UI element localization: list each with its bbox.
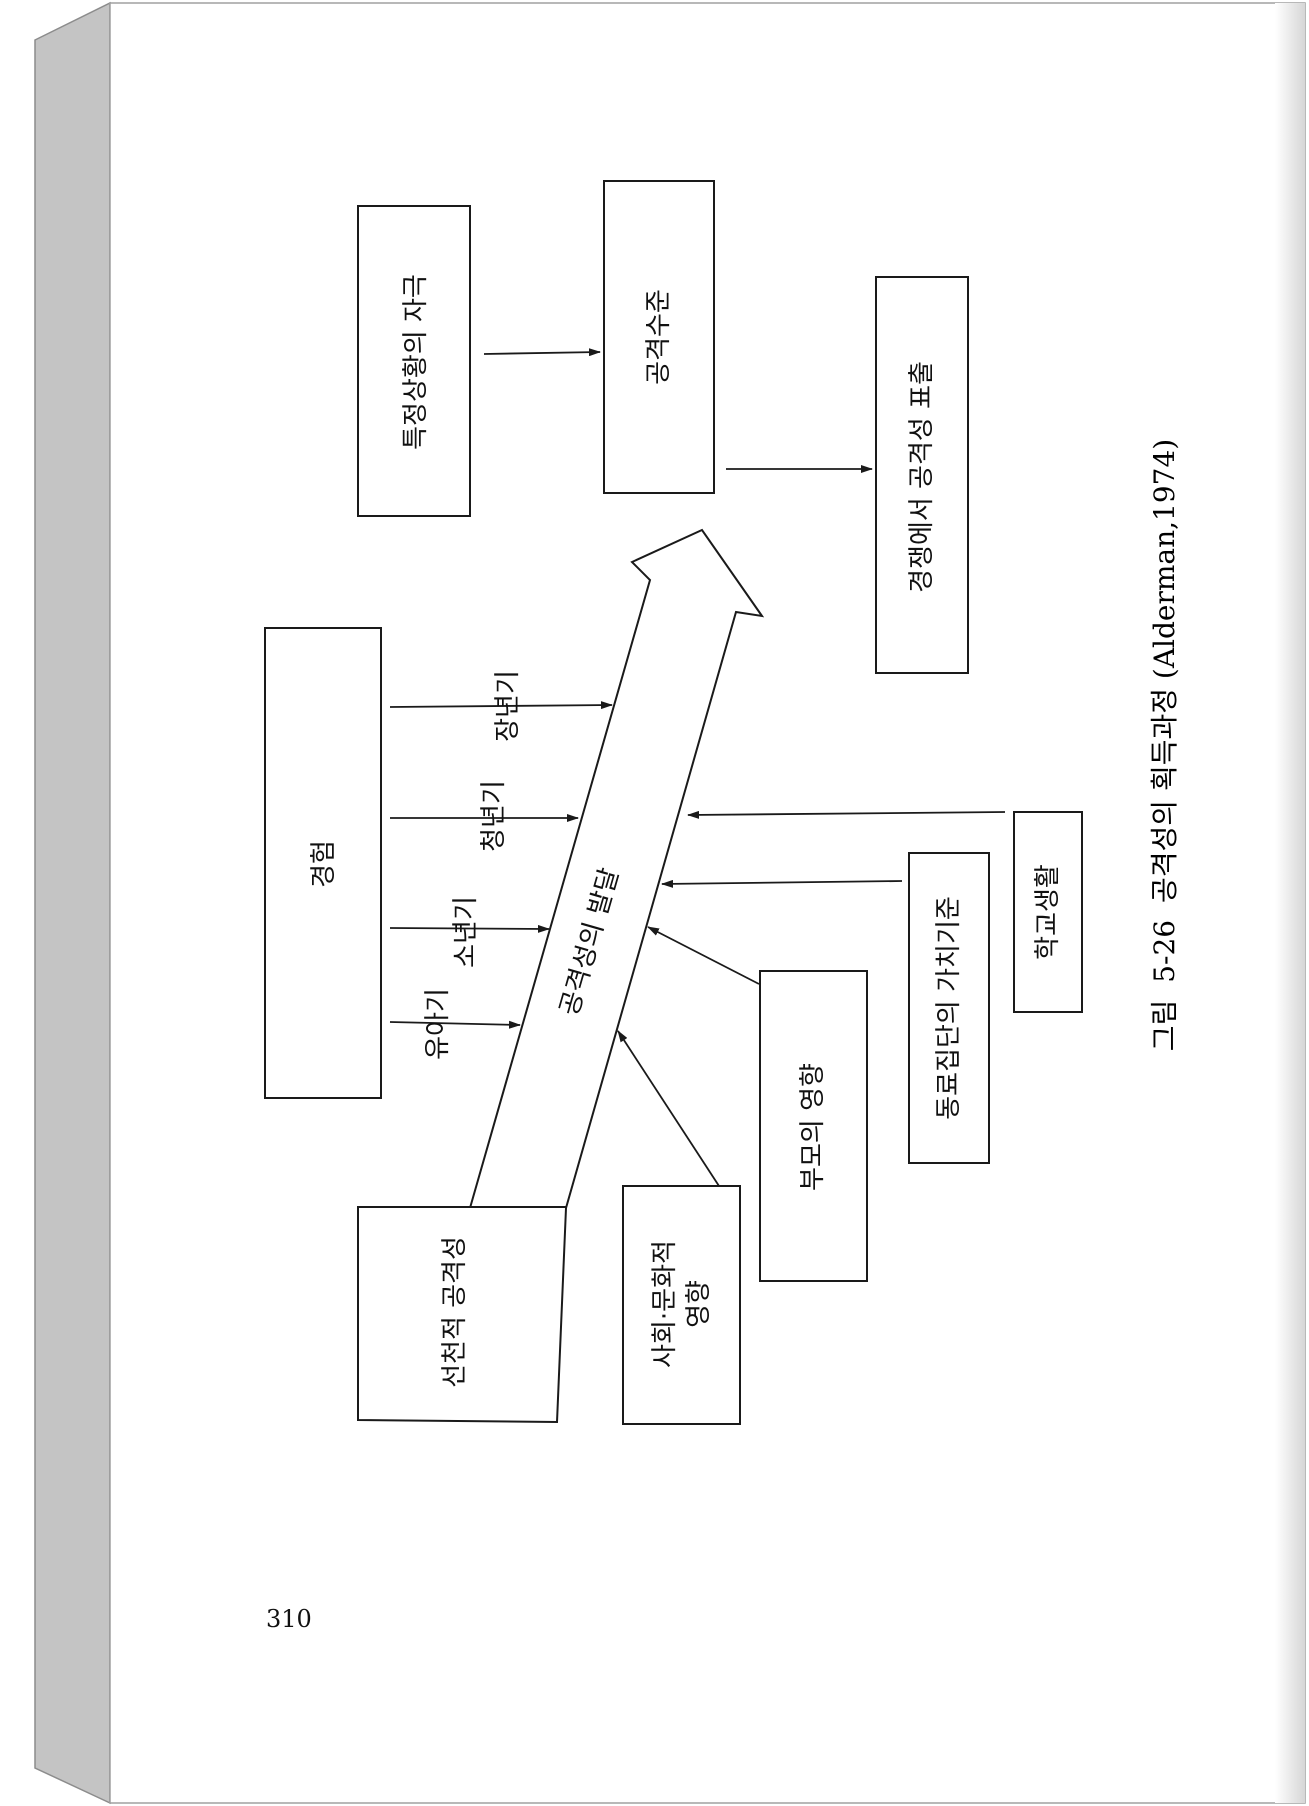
arrow-peer-values: [661, 879, 903, 888]
box-specific-stimulus: [357, 205, 471, 517]
arrow-adulthood: [389, 701, 613, 710]
box-sociocultural: [622, 1185, 741, 1425]
label-stage-adulthood: 장년기: [493, 670, 523, 742]
development-arrow: [468, 528, 765, 1209]
box-school-life: [1013, 811, 1083, 1013]
label-aggression-level: 공격수준: [644, 289, 674, 385]
arrow-boyhood: [389, 924, 550, 933]
box-peer-values: [908, 852, 990, 1164]
book-spine-edge: [34, 1, 111, 1805]
arrow-stimulus-to-level: [483, 348, 601, 357]
box-expression: [875, 276, 969, 674]
label-stage-boyhood: 소년기: [451, 896, 481, 968]
arrow-parents: [647, 926, 760, 985]
figure-caption: 그림 5-26 공격성의 획득과정 (Alderman,1974): [1148, 439, 1181, 1051]
page-number: 310: [266, 1605, 312, 1633]
arrow-sociocultural: [617, 1030, 720, 1187]
label-experience: 경험: [309, 840, 339, 888]
label-peer-values: 동료집단의 가치기준: [934, 896, 964, 1120]
box-innate-aggression: [357, 1206, 567, 1424]
label-expression: 경쟁에서 공격성 표출: [907, 361, 937, 593]
box-parents: [759, 970, 868, 1282]
caption-label: 그림: [1148, 1000, 1181, 1052]
label-parents: 부모의 영향: [798, 1063, 828, 1191]
label-stage-adolescence: 청년기: [479, 780, 509, 852]
caption-source: (Alderman,1974): [1148, 439, 1181, 679]
caption-text: 공격성의 획득과정: [1148, 688, 1181, 903]
page-right-shadow: [1275, 3, 1305, 1803]
label-innate-aggression: 선천적 공격성: [440, 1236, 470, 1388]
box-experience: [264, 627, 382, 1099]
box-aggression-level: [603, 180, 715, 494]
label-stage-infancy: 유아기: [423, 988, 453, 1060]
arrow-infancy: [389, 1020, 521, 1029]
arrow-school-life: [687, 810, 1006, 819]
label-school-life: 학교생활: [1033, 864, 1063, 960]
label-specific-stimulus: 특정상황의 자극: [401, 274, 431, 450]
caption-number: 5-26: [1148, 920, 1181, 983]
